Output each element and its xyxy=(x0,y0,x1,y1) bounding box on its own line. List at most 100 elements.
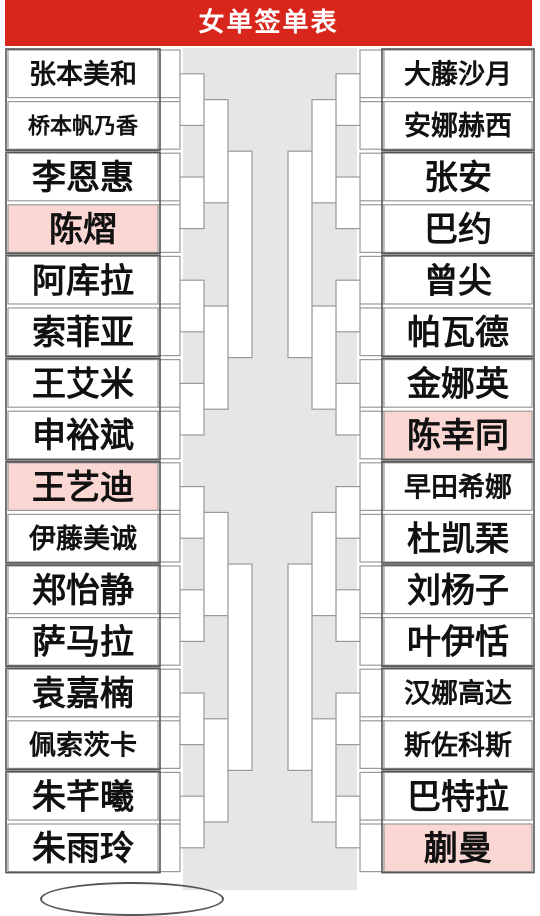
right-match-frame xyxy=(381,667,535,771)
left-r4-slot xyxy=(227,563,253,771)
left-r4-slot xyxy=(227,150,253,359)
right-r1-slot xyxy=(359,668,385,718)
left-match-frame xyxy=(5,357,161,461)
draw-bracket: 张本美和桥本帆乃香李恩惠陈熠阿库拉索菲亚王艾米申裕斌王艺迪伊藤美诚郑怡静萨马拉袁… xyxy=(5,48,535,890)
left-player-name: 朱雨玲 xyxy=(32,829,134,869)
left-match-frame xyxy=(5,151,161,255)
left-r1-slot xyxy=(157,668,181,718)
left-player-name: 陈熠 xyxy=(49,210,117,250)
left-match-frame xyxy=(5,667,161,771)
left-match-frame xyxy=(5,254,161,358)
right-player-name: 金娜英 xyxy=(406,365,510,405)
left-player-name: 伊藤美诚 xyxy=(28,523,137,555)
right-r1-slot xyxy=(359,513,385,563)
right-player-box xyxy=(383,565,533,615)
right-player-name: 蒯曼 xyxy=(424,829,492,869)
left-r1-slot xyxy=(157,152,181,202)
left-r1-slot xyxy=(157,255,181,305)
left-player-name: 李恩惠 xyxy=(32,158,134,198)
left-r1-slot xyxy=(157,565,181,615)
right-r2-slot xyxy=(335,73,361,127)
left-player-name: 佩索茨卡 xyxy=(29,730,137,761)
left-player-box xyxy=(7,152,159,202)
right-player-name: 张安 xyxy=(424,158,492,198)
right-r1-slot xyxy=(359,152,385,202)
left-match-frame xyxy=(5,770,161,874)
left-r3-slot xyxy=(203,511,229,617)
right-match-frame xyxy=(381,254,535,358)
left-r2-slot xyxy=(179,589,205,642)
left-player-name: 萨马拉 xyxy=(32,623,134,663)
right-player-box xyxy=(383,410,533,460)
right-r1-slot xyxy=(359,565,385,615)
left-r1-slot xyxy=(157,100,181,150)
left-match-frame xyxy=(5,460,161,564)
right-r4-slot xyxy=(287,563,313,771)
left-r3-slot xyxy=(203,305,229,410)
right-player-box xyxy=(383,513,533,563)
left-player-name: 郑怡静 xyxy=(32,571,134,611)
draw-title: 女单签单表 xyxy=(5,0,532,46)
left-r2-slot xyxy=(179,279,205,333)
right-r1-slot xyxy=(359,771,385,821)
right-player-name: 大藤沙月 xyxy=(404,60,512,91)
right-player-name: 陈幸同 xyxy=(407,416,509,456)
right-player-name: 刘杨子 xyxy=(407,571,509,611)
left-r1-slot xyxy=(157,359,181,408)
left-r3-slot xyxy=(203,98,229,204)
right-r1-slot xyxy=(359,100,385,150)
right-player-box xyxy=(383,462,533,511)
left-r1-slot xyxy=(157,462,181,511)
right-r2-slot xyxy=(335,486,361,539)
right-match-frame xyxy=(381,151,535,255)
left-player-name: 朱芊曦 xyxy=(32,777,134,817)
right-r1-slot xyxy=(359,410,385,460)
right-r1-slot xyxy=(359,307,385,357)
left-player-name: 张本美和 xyxy=(29,59,137,91)
right-r1-slot xyxy=(359,823,385,873)
left-player-box xyxy=(7,359,159,408)
right-match-frame xyxy=(381,564,535,667)
left-r1-slot xyxy=(157,49,181,99)
left-player-name: 索菲亚 xyxy=(32,313,134,353)
left-r1-slot xyxy=(157,513,181,563)
right-player-name: 巴约 xyxy=(424,210,492,250)
left-r2-slot xyxy=(179,73,205,127)
left-player-name: 袁嘉楠 xyxy=(32,674,134,714)
right-player-box xyxy=(383,720,533,769)
right-r2-slot xyxy=(335,382,361,436)
left-r2-slot xyxy=(179,795,205,849)
right-r2-slot xyxy=(335,279,361,333)
right-r1-slot xyxy=(359,49,385,99)
right-r1-slot xyxy=(359,720,385,769)
left-r1-slot xyxy=(157,823,181,873)
right-match-frame xyxy=(381,357,535,461)
left-r1-slot xyxy=(157,616,181,666)
left-player-name: 桥本帆乃香 xyxy=(28,113,138,139)
right-r3-slot xyxy=(311,305,337,410)
right-r3-slot xyxy=(311,718,337,823)
right-player-box xyxy=(383,255,533,305)
right-player-box xyxy=(383,771,533,821)
right-player-box xyxy=(383,823,533,873)
left-player-box xyxy=(7,462,159,511)
left-player-box xyxy=(7,823,159,873)
left-player-box xyxy=(7,410,159,460)
left-player-name: 阿库拉 xyxy=(32,261,134,301)
left-r1-slot xyxy=(157,204,181,254)
right-player-box xyxy=(383,152,533,202)
right-player-box xyxy=(383,359,533,408)
left-player-box xyxy=(7,49,159,99)
left-player-box xyxy=(7,616,159,666)
bottom-partial-image xyxy=(40,882,224,916)
right-player-box xyxy=(383,49,533,99)
left-match-frame xyxy=(5,564,161,667)
right-player-name: 早田希娜 xyxy=(404,472,512,503)
right-match-frame xyxy=(381,770,535,874)
left-r3-slot xyxy=(203,718,229,823)
left-player-box xyxy=(7,720,159,769)
right-r1-slot xyxy=(359,359,385,408)
right-player-name: 斯佐科斯 xyxy=(404,730,512,761)
right-player-name: 帕瓦德 xyxy=(407,313,509,353)
right-player-box xyxy=(383,204,533,254)
